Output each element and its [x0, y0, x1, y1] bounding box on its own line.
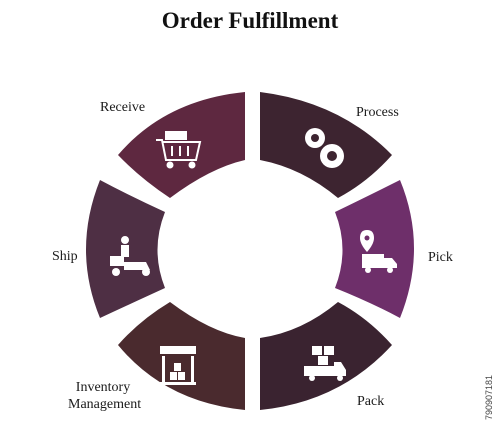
segment-pick	[335, 180, 414, 318]
segment-inventory-management	[118, 302, 245, 410]
diagram-title: Order Fulfillment	[161, 8, 339, 33]
label-pack: Pack	[357, 394, 385, 409]
label-inventory-management-text: Inventory Management	[68, 380, 142, 412]
delivery-scooter-icon	[110, 236, 150, 276]
gears-icon	[305, 128, 344, 168]
label-receive: Receive	[100, 100, 146, 115]
segment-process	[260, 92, 392, 198]
truck-with-boxes-icon	[304, 346, 346, 381]
label-inventory-management: Inventory Management	[68, 379, 142, 413]
segment-receive	[118, 92, 245, 198]
label-pick: Pick	[428, 250, 453, 265]
label-ship: Ship	[52, 249, 78, 264]
shopping-cart-icon	[156, 131, 202, 169]
delivery-truck-location-icon	[360, 230, 397, 273]
stock-watermark: 790907181	[484, 374, 494, 420]
store-with-boxes-icon	[160, 346, 196, 385]
label-process: Process	[356, 105, 399, 120]
